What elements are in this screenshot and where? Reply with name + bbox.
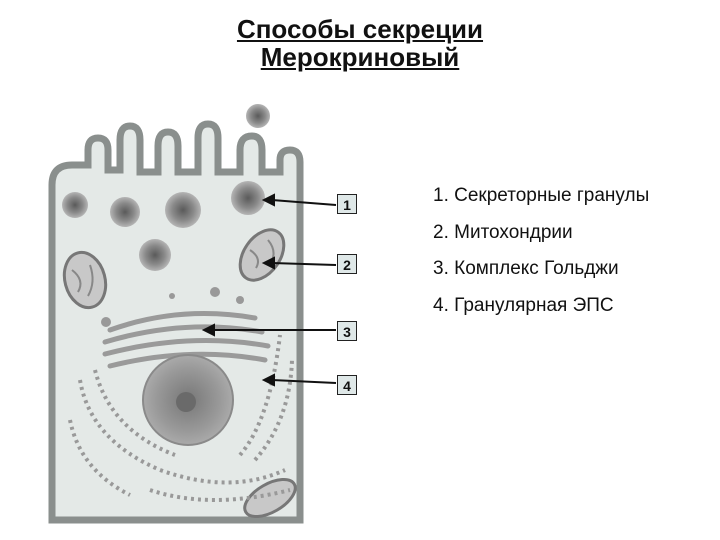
granular-er [68,334,294,502]
legend-item-2: 2. Митохондрии [433,221,573,243]
secretory-granules [62,181,265,271]
title-line-1: Способы секреции [236,14,484,44]
vesicles [101,287,244,327]
released-granule [246,104,270,128]
legend-item-3: 3. Комплекс Гольджи [433,258,619,279]
legend-item-1: 1. Секреторные гранулы [433,185,650,206]
legend-item-4: 4. Гранулярная ЭПС [433,294,614,316]
legend: 1. Секреторные гранулы 2. Митохондрии 3.… [433,178,649,324]
nucleolus [176,392,196,412]
title-line-2: Мерокриновый [260,42,460,72]
pointer-arrows [201,193,337,387]
label-4: 4 [337,375,357,395]
cell-membrane [48,120,304,524]
label-3: 3 [337,321,357,341]
label-2: 2 [337,254,357,274]
label-1: 1 [337,194,357,214]
